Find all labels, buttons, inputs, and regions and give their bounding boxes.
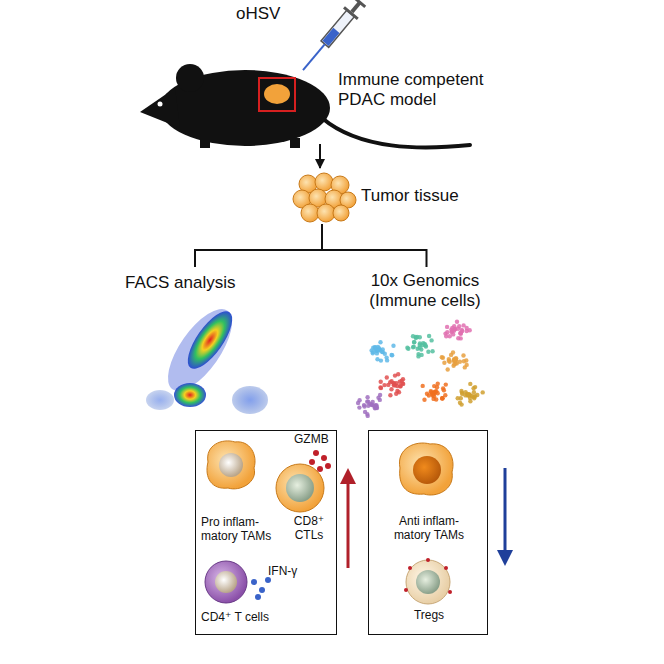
node-text: Tregs — [379, 609, 479, 623]
syringe — [296, 0, 368, 76]
facs-plot — [146, 299, 268, 414]
tsne-plot — [356, 320, 485, 419]
connector — [195, 224, 322, 267]
node-text: Tumor tissue — [361, 186, 459, 206]
genomics-analysis: 10x Genomics (Immune cells) — [350, 265, 503, 425]
node-text: Pro inflam- matory TAMs — [201, 516, 279, 544]
node-text: 10x Genomics (Immune cells) — [350, 271, 500, 310]
node-text: FACS analysis — [125, 273, 236, 293]
increased-cells-box: Pro inflam- matory TAMs GZMB CD8⁺ CTLsIFN-… — [195, 430, 337, 635]
tumor-tissue: Tumor tissue — [295, 170, 475, 222]
free-label: oHSV — [236, 4, 280, 24]
node-text: Immune competent PDAC model — [338, 70, 488, 109]
tumor-cells — [293, 173, 356, 222]
node-text: CD4⁺ T cells — [201, 611, 269, 625]
facs-analysis: FACS analysis — [115, 265, 275, 425]
node-text: IFN-γ — [268, 565, 297, 579]
node-text: CD8⁺ CTLs — [284, 515, 334, 543]
node-text: Anti inflam- matory TAMs — [379, 515, 479, 543]
connector — [319, 144, 321, 168]
mouse-model: Immune competent PDAC model — [150, 50, 495, 150]
node-text: GZMB — [294, 433, 329, 447]
connector — [322, 224, 427, 267]
decreased-cells-box: Anti inflam- matory TAMsTregs — [368, 430, 488, 635]
